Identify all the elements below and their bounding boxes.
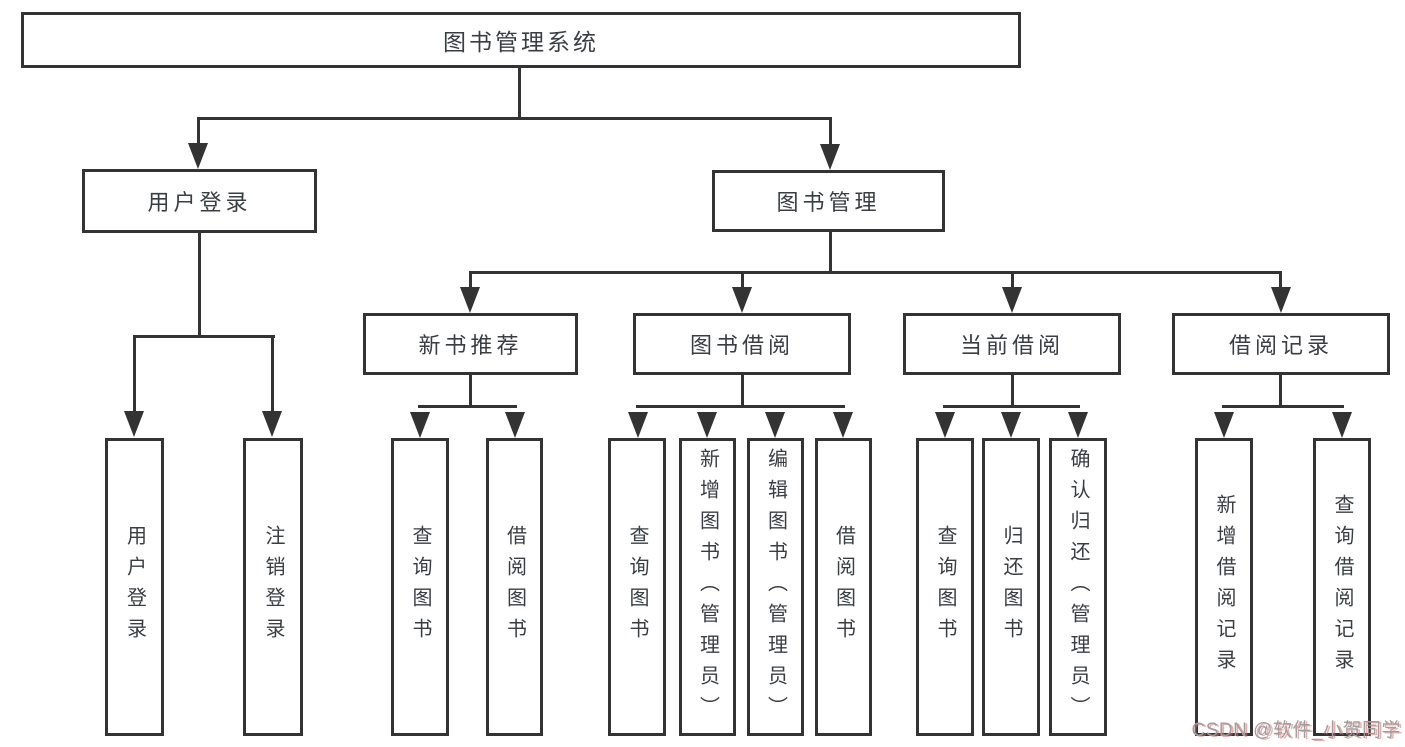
leaf-confirm-return-admin: 确认归还（管理员） (1049, 438, 1107, 736)
leaf-label: 查询借阅记录 (1331, 494, 1353, 680)
arrow-down-icon (505, 412, 525, 438)
connector-user-login-bar (133, 335, 275, 338)
arrow-down-icon (820, 144, 840, 170)
connector-stem (829, 118, 832, 148)
leaf-label: 新增借阅记录 (1213, 494, 1235, 680)
connector-book-borrow-bar (636, 405, 845, 408)
arrow-down-icon (124, 411, 144, 437)
leaf-edit-books-admin: 编辑图书（管理员） (747, 438, 804, 736)
node-label: 用户登录 (147, 190, 252, 215)
connector-current-borrow-trunk (1011, 374, 1014, 407)
connector-stem (741, 272, 744, 290)
arrow-down-icon (833, 412, 853, 438)
leaf-borrow-books: 借阅图书 (486, 438, 543, 736)
leaf-label: 确认归还（管理员） (1067, 447, 1089, 727)
arrow-down-icon (410, 412, 430, 438)
leaf-label: 借阅图书 (832, 525, 855, 649)
arrow-down-icon (1068, 412, 1088, 438)
arrow-down-icon (935, 412, 955, 438)
connector-stem (1011, 272, 1014, 290)
leaf-query-books: 查询图书 (916, 438, 974, 736)
leaf-label: 编辑图书（管理员） (764, 447, 787, 727)
node-label: 图书借阅 (689, 333, 794, 358)
leaf-return-books: 归还图书 (982, 438, 1040, 736)
connector-level2-bar (469, 271, 1282, 274)
connector-root-trunk (518, 65, 521, 118)
leaf-query-books: 查询图书 (391, 438, 449, 736)
arrow-down-icon (1271, 287, 1291, 313)
leaf-label: 查询图书 (934, 525, 956, 649)
connector-user-login-trunk (198, 233, 201, 338)
leaf-label: 注销登录 (262, 525, 284, 649)
node-label: 当前借阅 (959, 333, 1064, 358)
node-library-management-system: 图书管理系统 (21, 12, 1021, 68)
leaf-label: 归还图书 (1000, 525, 1022, 649)
arrow-down-icon (628, 412, 648, 438)
csdn-watermark: CSDN @软件_小贺同学 (1191, 720, 1401, 741)
leaf-label: 查询图书 (626, 525, 648, 649)
node-label: 新书推荐 (418, 333, 523, 358)
arrow-down-icon (697, 412, 717, 438)
node-label: 借阅记录 (1228, 333, 1333, 358)
node-book-management: 图书管理 (712, 170, 945, 232)
connector-stem (133, 336, 136, 414)
leaf-user-login: 用户登录 (105, 438, 164, 736)
leaf-add-borrow-record: 新增借阅记录 (1195, 438, 1253, 736)
arrow-down-icon (1214, 412, 1234, 438)
connector-new-book-trunk (469, 374, 472, 407)
connector-new-book-bar (418, 405, 517, 408)
node-label: 图书管理系统 (443, 29, 599, 55)
leaf-query-borrow-record: 查询借阅记录 (1313, 438, 1371, 736)
connector-level1-bar (197, 117, 832, 120)
leaf-add-books-admin: 新增图书（管理员） (679, 438, 736, 736)
arrow-down-icon (460, 287, 480, 313)
connector-current-borrow-bar (943, 405, 1080, 408)
arrow-down-icon (732, 287, 752, 313)
leaf-query-books: 查询图书 (608, 438, 666, 736)
connector-stem (197, 118, 200, 148)
connector-stem (271, 336, 274, 414)
leaf-borrow-books: 借阅图书 (815, 438, 872, 736)
arrow-down-icon (262, 411, 282, 437)
connector-borrow-records-trunk (1279, 374, 1282, 407)
connector-book-borrow-trunk (741, 374, 744, 407)
connector-stem (469, 272, 472, 290)
node-book-borrowing: 图书借阅 (633, 313, 851, 375)
connector-borrow-records-bar (1222, 405, 1344, 408)
arrow-down-icon (1332, 412, 1352, 438)
arrow-down-icon (1002, 287, 1022, 313)
leaf-label: 新增图书（管理员） (696, 447, 719, 727)
arrow-down-icon (188, 143, 208, 169)
connector-stem (1279, 272, 1282, 290)
node-user-login: 用户登录 (82, 169, 317, 233)
leaf-label: 查询图书 (409, 525, 431, 649)
arrow-down-icon (765, 412, 785, 438)
node-label: 图书管理 (776, 190, 881, 215)
leaf-label: 用户登录 (123, 525, 146, 649)
node-borrowing-records: 借阅记录 (1172, 313, 1390, 375)
node-current-borrowing: 当前借阅 (903, 313, 1121, 375)
leaf-logout: 注销登录 (243, 438, 303, 736)
connector-book-mgmt-trunk (829, 232, 832, 274)
node-new-book-recommendation: 新书推荐 (363, 313, 578, 375)
arrow-down-icon (1001, 412, 1021, 438)
leaf-label: 借阅图书 (503, 525, 526, 649)
